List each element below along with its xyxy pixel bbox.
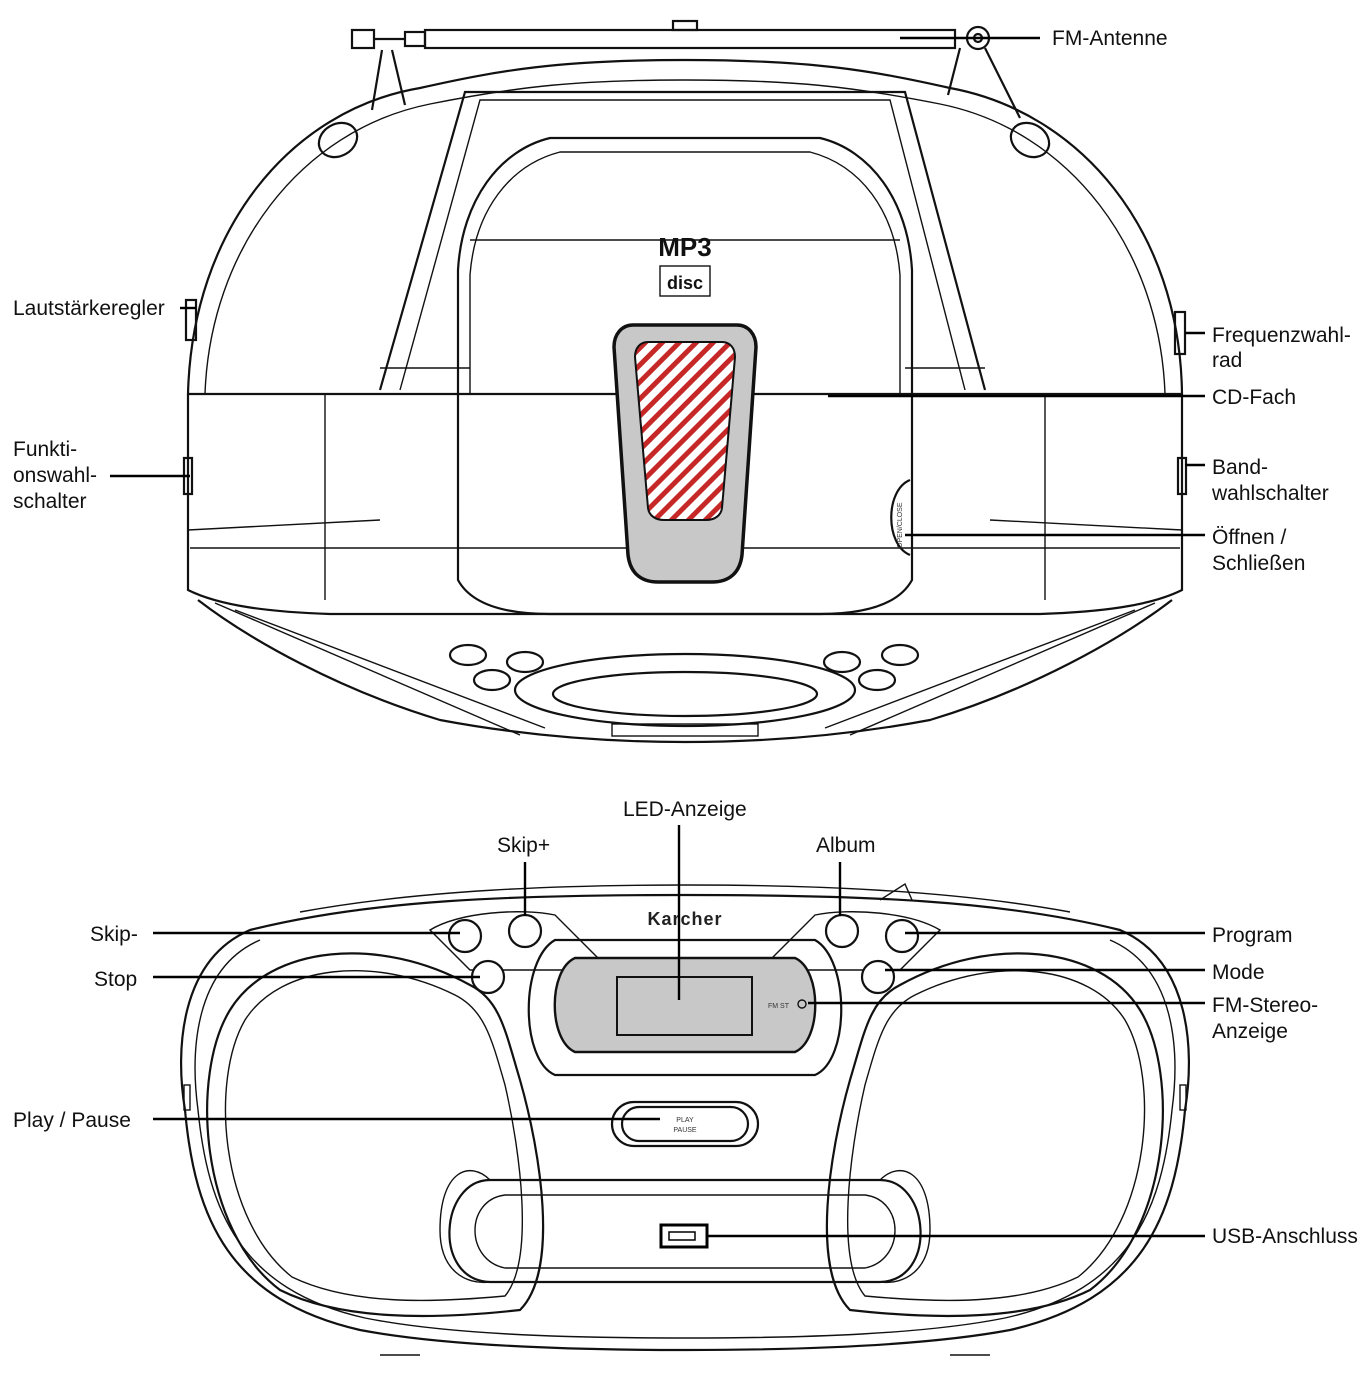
left-speaker [206, 952, 545, 1318]
volume-knob[interactable] [184, 298, 198, 342]
band-switch[interactable] [1176, 456, 1188, 496]
cd-lid-outline [456, 136, 914, 616]
label-function-line1: Funkti- [13, 438, 77, 461]
label-stop: Stop [94, 968, 137, 991]
callout-labels: FM-Antenne Lautstärkeregler Frequenzwahl… [13, 27, 1358, 1248]
pause-mark: PAUSE [673, 1127, 697, 1134]
label-frequency-line2: rad [1212, 349, 1242, 372]
mode-button[interactable] [860, 959, 896, 995]
label-open-close-line2: Schließen [1212, 552, 1305, 575]
label-program: Program [1212, 924, 1293, 947]
label-fm-stereo-line1: FM-Stereo- [1212, 994, 1318, 1017]
label-function-line2: onswahl- [13, 464, 97, 487]
label-fm-antenna: FM-Antenne [1052, 27, 1168, 50]
label-band-line1: Band- [1212, 456, 1268, 479]
open-close-mark: OPEN/CLOSE [897, 502, 904, 548]
disc-logo-box [659, 265, 711, 297]
led-display [616, 976, 753, 1036]
open-close-button[interactable] [890, 478, 911, 557]
leader-lines [110, 36, 1205, 1238]
label-usb: USB-Anschluss [1212, 1225, 1358, 1248]
brand-name: Karcher [647, 909, 722, 929]
label-fm-stereo-line2: Anzeige [1212, 1020, 1288, 1043]
label-play-pause: Play / Pause [13, 1109, 131, 1132]
disc-logo: disc [667, 273, 703, 293]
top-view-drawing: MP3 disc OPEN/CLOSE [182, 19, 1188, 744]
label-frequency-line1: Frequenzwahl- [1212, 324, 1351, 347]
label-mode: Mode [1212, 961, 1265, 984]
play-pause-button[interactable] [620, 1105, 750, 1143]
label-band-line2: wahlschalter [1211, 482, 1329, 505]
label-skip-plus: Skip+ [497, 834, 550, 857]
play-mark: PLAY [676, 1117, 694, 1124]
label-album: Album [816, 834, 876, 857]
label-skip-minus: Skip- [90, 923, 138, 946]
label-function-line3: schalter [13, 490, 87, 513]
program-button[interactable] [884, 918, 920, 954]
mp3-logo: MP3 [658, 232, 711, 262]
skip-minus-button[interactable] [447, 918, 483, 954]
album-button[interactable] [824, 913, 860, 949]
fm-stereo-led [797, 999, 807, 1009]
label-led-display: LED-Anzeige [623, 798, 747, 821]
fm-antenna-rod [350, 19, 1021, 119]
top-body-outline [186, 58, 1184, 616]
cd-tray-window [633, 341, 737, 521]
right-speaker [825, 952, 1164, 1318]
label-cd-tray: CD-Fach [1212, 386, 1296, 409]
label-volume: Lautstärkeregler [13, 297, 165, 320]
skip-plus-button[interactable] [507, 913, 543, 949]
front-body-outline [179, 893, 1191, 1352]
label-open-close-line1: Öffnen / [1212, 526, 1286, 549]
fm-st-mark: FM ST [768, 1003, 790, 1010]
